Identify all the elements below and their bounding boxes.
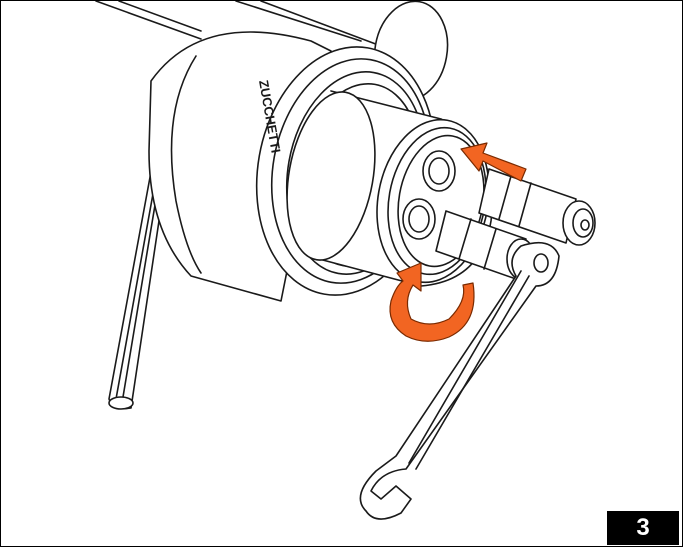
step-number-badge: 3: [607, 511, 679, 545]
push-arrow-icon: [460, 142, 527, 182]
wrench: [359, 241, 560, 520]
rotate-arrow-icon: [389, 262, 475, 342]
support-rod: [108, 159, 167, 410]
top-rails: [95, 1, 382, 47]
front-ports: [402, 150, 456, 240]
